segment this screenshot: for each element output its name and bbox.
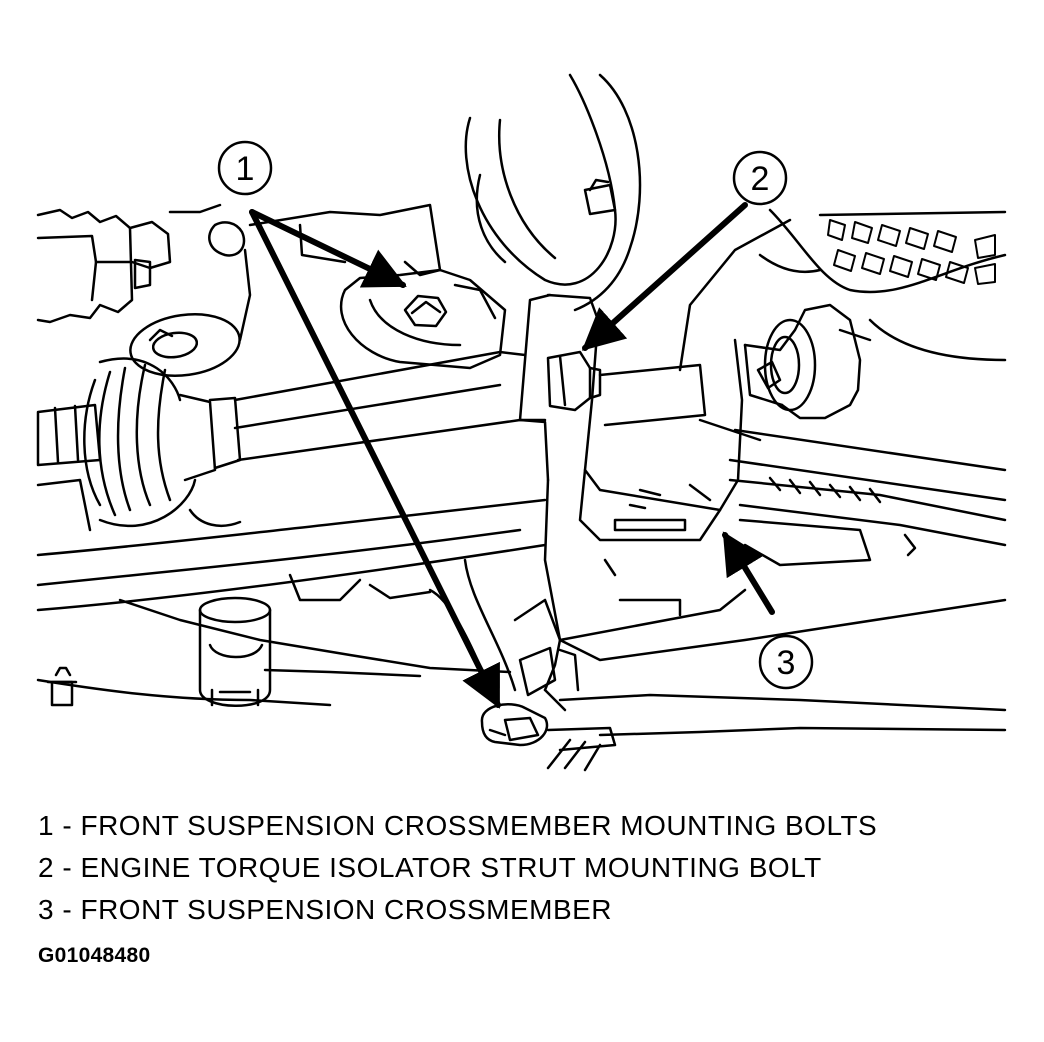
legend-item-number: 3 [38, 894, 55, 925]
callout-1-leader-lower [249, 209, 501, 709]
lower-control-arm [36, 498, 547, 707]
transaxle-housing [36, 203, 442, 342]
torque-strut-bracket [518, 293, 747, 642]
callout-3-leader [722, 531, 775, 615]
callout-3-number: 3 [777, 644, 796, 682]
torque-strut-rod [598, 218, 862, 442]
legend-item-3: 3 - FRONT SUSPENSION CROSSMEMBER [38, 889, 1028, 931]
stud [46, 666, 78, 707]
callout-2-leader [581, 202, 748, 351]
legend-separator: - [54, 810, 81, 841]
steering-rack [728, 428, 1007, 567]
legend-item-text: FRONT SUSPENSION CROSSMEMBER MOUNTING BO… [80, 810, 878, 841]
strut-mounting-bolt [546, 350, 602, 412]
floor-pan [758, 208, 1007, 362]
callout-2: 2 [732, 150, 788, 206]
callout-2-number: 2 [751, 160, 770, 198]
tire [464, 73, 642, 312]
legend: 1 - FRONT SUSPENSION CROSSMEMBER MOUNTIN… [38, 805, 1028, 931]
engine-mount-bracket [339, 268, 507, 370]
crossmember-diagram: 1 2 3 [36, 73, 1007, 772]
callout-3: 3 [758, 634, 814, 690]
callout-1: 1 [217, 140, 273, 196]
legend-item-number: 2 [38, 852, 55, 883]
crossmember-mount [428, 558, 580, 712]
legend-item-1: 1 - FRONT SUSPENSION CROSSMEMBER MOUNTIN… [38, 805, 1028, 847]
callout-1-number: 1 [236, 150, 255, 188]
legend-item-text: ENGINE TORQUE ISOLATOR STRUT MOUNTING BO… [80, 852, 822, 883]
axle-shaft [233, 350, 547, 462]
callout-1-leader-upper [249, 209, 407, 288]
legend-item-text: FRONT SUSPENSION CROSSMEMBER [80, 894, 613, 925]
cv-joint-boot [36, 357, 242, 532]
floor-edge [546, 726, 617, 772]
control-arm-bushing [198, 596, 272, 707]
legend-item-2: 2 - ENGINE TORQUE ISOLATOR STRUT MOUNTIN… [38, 847, 1028, 889]
figure-id: G01048480 [38, 944, 151, 967]
legend-separator: - [54, 852, 81, 883]
crossmember-bolt [480, 703, 549, 747]
legend-separator: - [54, 894, 81, 925]
spring-seat [129, 313, 241, 377]
subframe-right [558, 598, 1007, 737]
legend-item-number: 1 [38, 810, 55, 841]
